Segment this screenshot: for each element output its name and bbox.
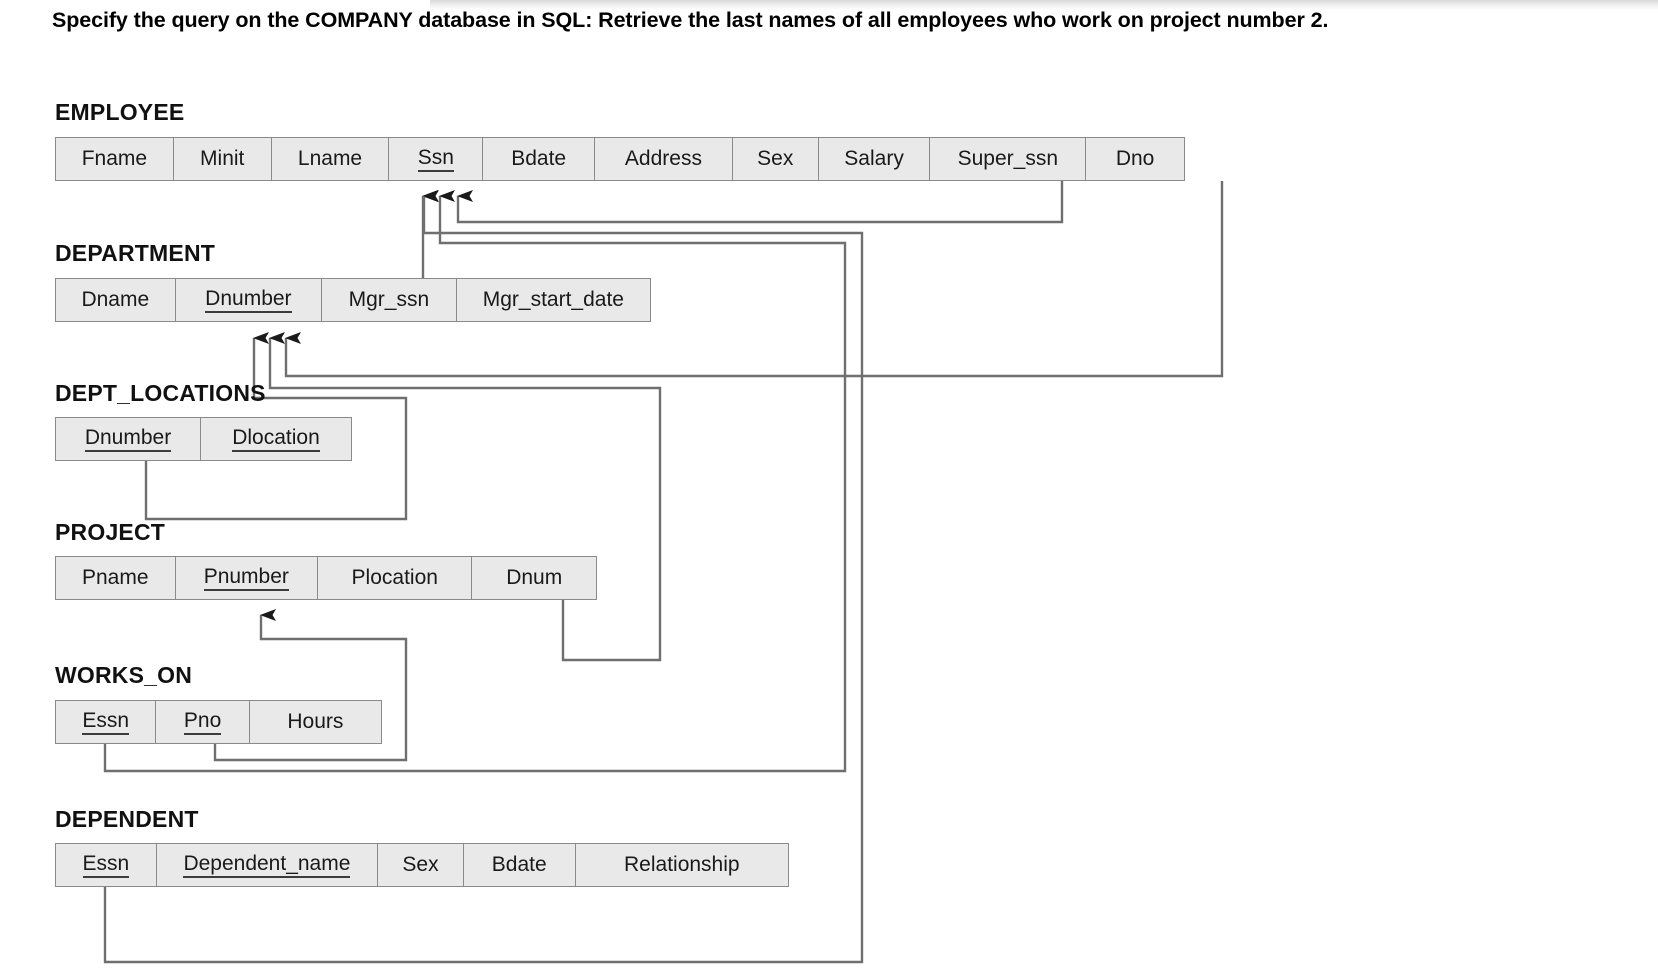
attribute-bdate: Bdate [483,138,596,180]
relation-employee: Fname Minit Lname Ssn Bdate Address Sex … [55,137,1185,181]
fk-employee-superssn-to-employee-ssn [456,181,1064,224]
attribute-super-ssn: Super_ssn [930,138,1087,180]
relation-title-dept-locations: DEPT_LOCATIONS [55,380,266,406]
attribute-dnumber: Dnumber [175,279,323,321]
attribute-dlocation: Dlocation [201,418,351,460]
attribute-address: Address [595,138,733,180]
attribute-dependent-name: Dependent_name [156,844,379,886]
attribute-pnumber: Pnumber [175,557,319,599]
attribute-wo-essn: Essn [56,701,157,743]
attribute-dl-dnumber: Dnumber [56,418,202,460]
relation-title-works-on: WORKS_ON [55,662,193,688]
relation-title-dependent: DEPENDENT [55,806,199,832]
attribute-dnum: Dnum [472,557,596,599]
attribute-sex: Sex [732,138,819,180]
attribute-lname: Lname [271,138,390,180]
relation-project: Pname Pnumber Plocation Dnum [55,556,597,600]
attribute-pname: Pname [56,557,176,599]
attribute-dep-essn: Essn [56,844,157,886]
attribute-relationship: Relationship [575,844,788,886]
relation-title-project: PROJECT [55,519,166,545]
attribute-dep-bdate: Bdate [463,844,576,886]
attribute-salary: Salary [818,138,931,180]
relation-title-department: DEPARTMENT [55,240,216,266]
question-prompt: Specify the query on the COMPANY databas… [52,8,1329,32]
attribute-mgr-start-date: Mgr_start_date [456,279,651,321]
page-top-shading [430,0,1658,10]
attribute-plocation: Plocation [318,557,473,599]
relation-works-on: Essn Pno Hours [55,700,382,744]
relation-title-employee: EMPLOYEE [55,99,185,125]
attribute-ssn: Ssn [389,138,484,180]
attribute-pno: Pno [156,701,250,743]
attribute-dname: Dname [56,279,176,321]
attribute-fname: Fname [56,138,174,180]
relation-dependent: Essn Dependent_name Sex Bdate Relationsh… [55,843,789,887]
attribute-dno: Dno [1086,138,1185,180]
fk-project-dnum-to-department-dnumber [268,332,662,662]
attribute-dep-sex: Sex [378,844,464,886]
relation-department: Dname Dnumber Mgr_ssn Mgr_start_date [55,278,651,322]
relation-dept-locations: Dnumber Dlocation [55,417,352,461]
attribute-minit: Minit [173,138,272,180]
attribute-hours: Hours [249,701,381,743]
attribute-mgr-ssn: Mgr_ssn [322,279,457,321]
